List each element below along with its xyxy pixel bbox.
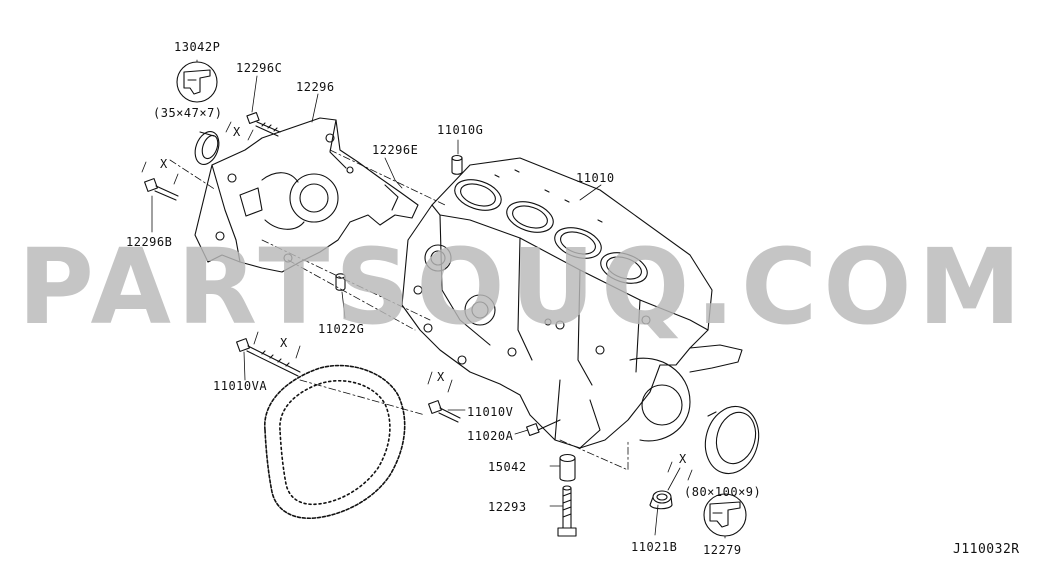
label-seal-size-large: (80×100×9) xyxy=(684,485,762,499)
label-11021B[interactable]: 11021B xyxy=(631,540,678,554)
label-11010VA[interactable]: 11010VA xyxy=(213,379,268,393)
bolt-12296C xyxy=(246,111,281,137)
leader-lines xyxy=(151,59,726,539)
label-11010G[interactable]: 11010G xyxy=(437,123,484,137)
label-11010V[interactable]: 11010V xyxy=(467,405,514,419)
dim-mark-x-5: X xyxy=(679,452,687,466)
label-12296[interactable]: 12296 xyxy=(296,80,335,94)
sleeve-15042 xyxy=(559,453,576,482)
seal-detail-circle-13042P xyxy=(176,61,218,103)
dowel-11022G xyxy=(335,273,346,291)
seal-detail-circle-12279 xyxy=(703,493,747,537)
bolt-11010VA xyxy=(236,338,301,377)
dowel-11010G xyxy=(451,154,463,175)
bolt-12296B xyxy=(144,178,179,201)
bolt-12293 xyxy=(557,485,577,537)
label-12279[interactable]: 12279 xyxy=(703,543,742,557)
label-12296B[interactable]: 12296B xyxy=(126,235,173,249)
dim-mark-x-2: X xyxy=(160,157,168,171)
label-15042[interactable]: 15042 xyxy=(488,460,527,474)
bolt-11010V xyxy=(428,400,461,423)
dimension-markers xyxy=(141,121,693,481)
watermark: PARTSOUQ.COM xyxy=(17,226,1028,348)
label-seal-size-small: (35×47×7) xyxy=(153,106,223,120)
label-11022G[interactable]: 11022G xyxy=(318,322,365,336)
oil-seal-large xyxy=(704,405,760,475)
diagram-code: J110032R xyxy=(953,542,1020,557)
alignment-dashes xyxy=(169,149,629,471)
cylinder-block-11010 xyxy=(401,157,743,449)
seal-11021B xyxy=(649,490,673,510)
dim-mark-x-3: X xyxy=(280,336,288,350)
label-11020A[interactable]: 11020A xyxy=(467,429,514,443)
label-12293[interactable]: 12293 xyxy=(488,500,527,514)
dim-mark-x-1: X xyxy=(233,125,241,139)
label-12296C[interactable]: 12296C xyxy=(236,61,283,75)
label-11010[interactable]: 11010 xyxy=(576,171,615,185)
bolt-11020A xyxy=(526,419,561,437)
front-cover-12296 xyxy=(194,117,419,273)
oil-seal-small xyxy=(194,131,220,165)
gasket-outline xyxy=(264,364,406,519)
label-12296E[interactable]: 12296E xyxy=(372,143,419,157)
dim-mark-x-4: X xyxy=(437,370,445,384)
label-13042P[interactable]: 13042P xyxy=(174,40,221,54)
